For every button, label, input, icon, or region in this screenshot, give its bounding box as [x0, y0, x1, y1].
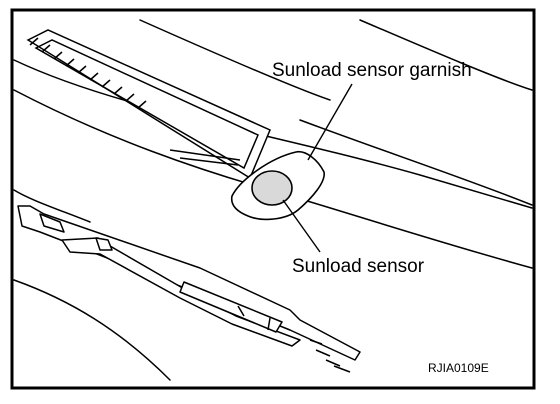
wiper-blade-tip: [309, 339, 351, 373]
wiper-arm: [17, 205, 361, 373]
sunload-sensor: [251, 170, 293, 206]
grille-slats: [29, 37, 147, 109]
sensor-label: Sunload sensor: [292, 256, 425, 277]
garnish-leader-line: [307, 83, 353, 161]
sensor-leader-line: [282, 199, 321, 253]
defroster-grille: [26, 29, 271, 180]
garnish-label: Sunload sensor garnish: [272, 60, 472, 81]
figure-code: RJIA0109E: [428, 361, 489, 375]
leader-lines: [282, 83, 353, 253]
